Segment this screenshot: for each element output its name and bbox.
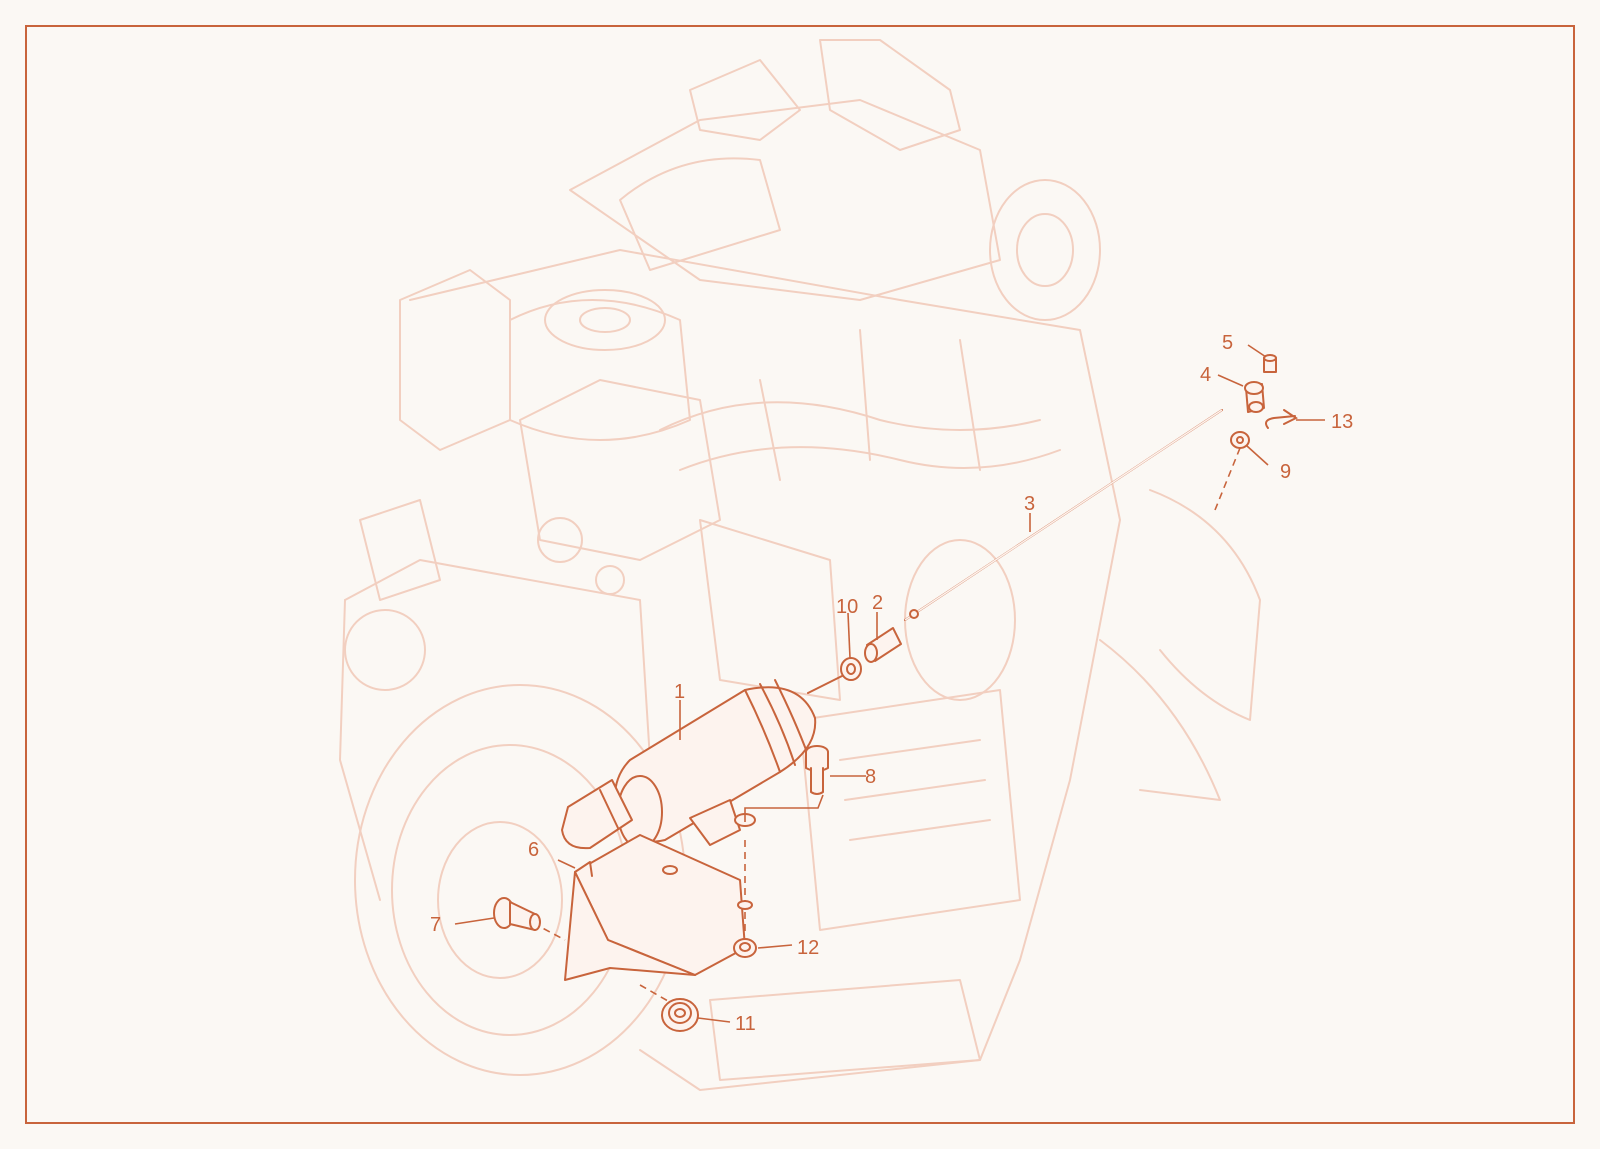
hex-nut <box>733 938 757 958</box>
callout-2: 2 <box>872 592 883 614</box>
engine-background <box>339 39 1261 1091</box>
stop-rod <box>904 409 1223 621</box>
callout-13: 13 <box>1331 411 1353 433</box>
callout-6: 6 <box>528 839 539 861</box>
callout-5: 5 <box>1222 332 1233 354</box>
callout-1: 1 <box>674 681 685 703</box>
callout-8: 8 <box>865 766 876 788</box>
set-screw <box>1263 354 1277 373</box>
flange-bolt <box>493 897 541 931</box>
callout-11: 11 <box>735 1013 756 1035</box>
diagram-frame <box>25 25 1575 1124</box>
leader-lines <box>454 344 1325 1023</box>
rod-end-clevis <box>1244 381 1265 413</box>
callout-7: 7 <box>430 914 441 936</box>
callout-labels: 1 2 3 4 5 6 7 8 9 10 11 12 13 <box>430 332 1353 1035</box>
washer <box>1214 431 1250 511</box>
callout-10: 10 <box>836 596 858 618</box>
lock-nut <box>840 657 862 681</box>
callout-12: 12 <box>797 937 819 959</box>
flange-nut <box>661 998 699 1032</box>
callout-4: 4 <box>1200 364 1211 386</box>
callout-9: 9 <box>1280 461 1291 483</box>
callout-3: 3 <box>1024 493 1035 515</box>
mounting-bracket <box>532 834 753 1006</box>
stop-solenoid <box>561 675 843 850</box>
solenoid-bolt <box>744 745 829 935</box>
r-clip <box>1265 409 1298 429</box>
rod-connector <box>864 627 902 663</box>
